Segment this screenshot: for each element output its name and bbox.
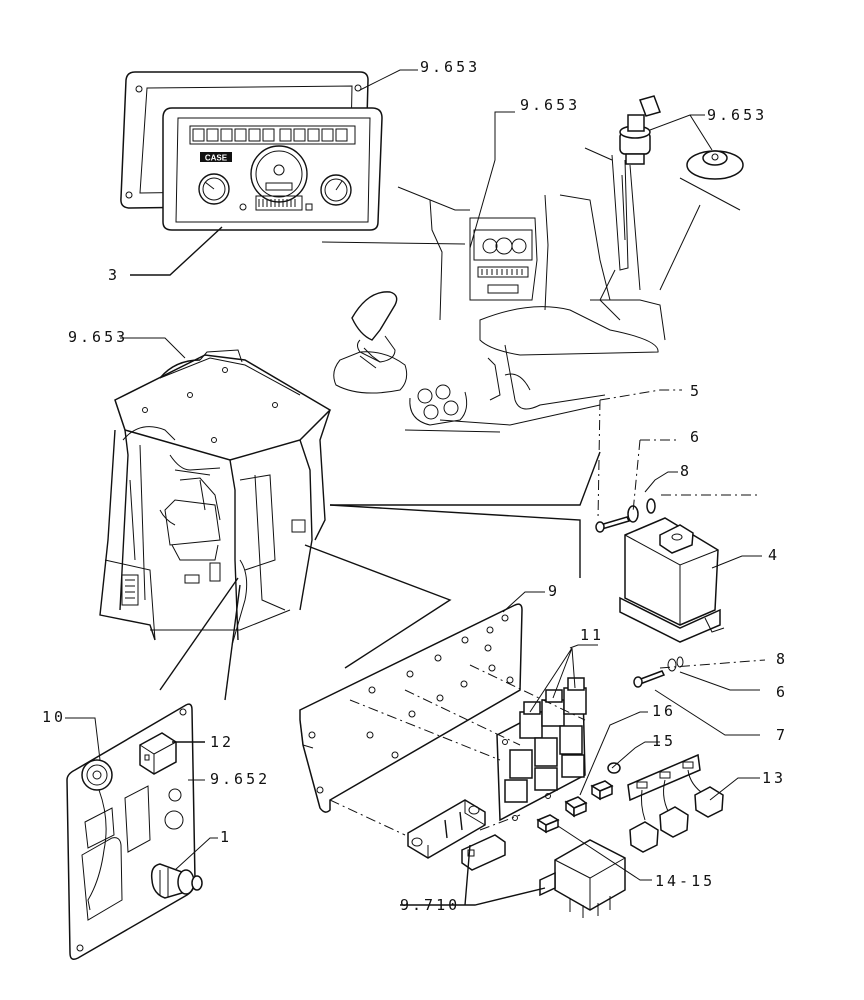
callout-6-lower: 6	[776, 683, 788, 701]
callout-11: 11	[580, 626, 604, 644]
callout-cab-dash: 9.653	[520, 96, 580, 114]
callout-1: 1	[220, 828, 232, 846]
mounting-plate	[299, 603, 523, 813]
cab-structure	[99, 349, 332, 646]
callout-6-upper: 6	[690, 428, 702, 446]
callout-9: 9	[548, 582, 560, 600]
switch-cluster	[409, 384, 468, 426]
callout-8-lower: 8	[776, 650, 788, 668]
callout-panel-frame: 9.653	[420, 58, 480, 76]
callout-7: 7	[776, 726, 788, 744]
tachometer-gauge	[250, 145, 308, 211]
joystick	[333, 291, 408, 394]
callout-12: 12	[210, 733, 234, 751]
fuse-block-14-15	[536, 814, 560, 834]
callout-13: 13	[762, 769, 786, 787]
callout-relay-base: 9.710	[400, 896, 460, 914]
dash-cluster	[473, 229, 533, 294]
relay-unit	[539, 839, 626, 918]
relay-upper-right	[563, 677, 587, 715]
fuel-gauge	[198, 173, 230, 205]
svg-text:CASE: CASE	[205, 154, 228, 163]
connector-harness-13	[627, 753, 724, 853]
callout-5: 5	[690, 382, 702, 400]
connector-12	[139, 732, 177, 775]
relay-upper-left	[519, 701, 543, 739]
temperature-gauge	[320, 174, 352, 206]
callout-16: 16	[652, 702, 676, 720]
callout-15: 15	[652, 732, 676, 750]
brand-logo: CASE	[200, 152, 232, 163]
callout-labels: 9.653 3 9.653 9.653 9.653 5 6 8 4 9 11 8…	[42, 58, 788, 914]
control-module	[619, 517, 725, 643]
power-socket	[81, 759, 113, 911]
callout-10: 10	[42, 708, 66, 726]
diode-module	[407, 799, 486, 859]
callout-3: 3	[108, 266, 120, 284]
callout-8-upper: 8	[680, 462, 692, 480]
callout-key-switch: 9.653	[707, 106, 767, 124]
cigar-lighter	[150, 863, 203, 899]
callout-cab-roof: 9.653	[68, 328, 128, 346]
cab-interior-view	[321, 154, 666, 433]
relay-bracket	[461, 834, 506, 871]
ignition-key-switch	[619, 95, 661, 165]
warning-light-strip	[189, 125, 356, 145]
fuse-block-15	[590, 762, 621, 801]
relay-base	[496, 677, 587, 822]
key-switch-cap	[686, 150, 744, 180]
callout-4: 4	[768, 546, 780, 564]
fuse-block-16	[564, 796, 588, 818]
mounting-screw-upper	[595, 498, 656, 533]
mounting-screw-lower	[633, 656, 684, 688]
leader-lines	[65, 69, 766, 906]
callout-14-15: 14-15	[655, 872, 715, 890]
instrument-panel-front: CASE	[162, 107, 383, 231]
callout-socket-plate: 9.652	[210, 770, 270, 788]
